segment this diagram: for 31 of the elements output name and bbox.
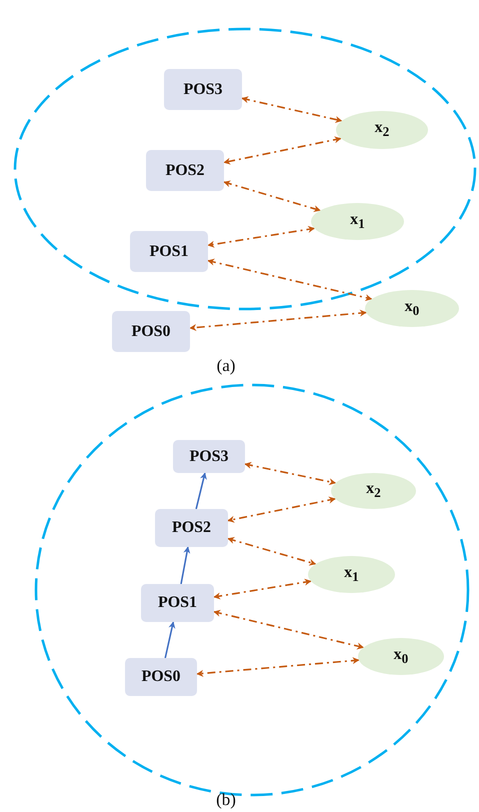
variable-ellipse: x$_{1}$	[308, 556, 395, 593]
arrow	[207, 258, 372, 301]
arrow	[164, 621, 176, 658]
arrow	[227, 496, 336, 523]
arrow	[207, 226, 316, 248]
arrow	[196, 657, 360, 677]
position-box: POS3	[164, 69, 242, 110]
panel-caption: (a)	[216, 356, 236, 376]
arrow	[223, 180, 321, 212]
variable-ellipse: x$_{0}$	[365, 290, 459, 327]
position-box: POS0	[112, 311, 190, 352]
arrow	[227, 537, 316, 566]
variable-ellipse: x$_{0}$	[358, 638, 444, 675]
position-box: POS0	[125, 658, 197, 696]
variable-ellipse: x$_{2}$	[336, 111, 428, 149]
arrow	[223, 136, 342, 165]
arrow	[213, 610, 364, 650]
variable-ellipse: x$_{2}$	[331, 473, 416, 509]
variable-ellipse: x$_{1}$	[311, 203, 404, 240]
position-box: POS1	[130, 231, 208, 272]
position-box: POS1	[141, 584, 214, 622]
arrow	[189, 310, 367, 331]
arrow	[244, 462, 336, 486]
arrow	[241, 96, 342, 123]
arrow	[213, 578, 312, 600]
position-box: POS2	[146, 150, 224, 191]
arrow	[195, 472, 207, 510]
arrow	[180, 546, 190, 584]
panel-caption: (b)	[216, 790, 236, 810]
position-box: POS3	[173, 440, 245, 473]
position-box: POS2	[155, 509, 228, 547]
